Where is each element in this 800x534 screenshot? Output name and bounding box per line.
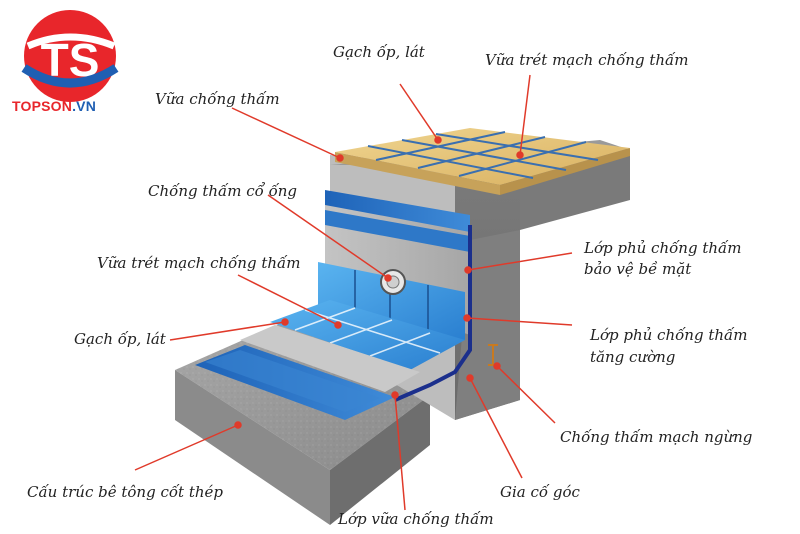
top-tile-surface <box>335 128 630 195</box>
grout-lines-top <box>367 131 599 179</box>
label-pipe: Chống thấm cổ ống <box>148 182 298 200</box>
brand-name-blue: .VN <box>72 98 97 114</box>
pipe <box>380 269 406 295</box>
brand-name: TOPSON.VN <box>12 98 96 114</box>
label-grout-mid: Vữa trét mạch chống thấm <box>97 254 301 272</box>
label-surface-coat-line2: bảo vệ bề mặt <box>584 260 692 278</box>
mortar-strip <box>240 325 420 392</box>
label-mortar-layer: Lớp vữa chống thấm <box>338 510 494 528</box>
membrane-line <box>394 225 472 402</box>
label-reinforce-line1: Lớp phủ chống thấm <box>590 326 748 344</box>
label-corner: Gia cố góc <box>500 483 580 501</box>
label-surface-coat-line1: Lớp phủ chống thấm <box>584 239 742 257</box>
floor-tiles <box>270 300 465 370</box>
topson-logo: TS <box>21 10 119 102</box>
label-grout-top: Vữa trét mạch chống thấm <box>485 51 689 69</box>
brand-name-red: TOPSON <box>12 98 73 114</box>
label-tile-mid: Gạch ốp, lát <box>74 330 166 348</box>
label-concrete: Cấu trúc bê tông cốt thép <box>27 483 224 501</box>
wall-coating-strips <box>325 190 470 252</box>
floor-coating-strips <box>195 345 395 420</box>
label-joint: Chống thấm mạch ngừng <box>560 428 753 446</box>
label-reinforce-line2: tăng cường <box>590 348 676 366</box>
label-mortar-top: Vữa chống thấm <box>155 90 280 108</box>
leader-lines <box>134 74 573 511</box>
label-tile-top: Gạch ốp, lát <box>333 43 425 61</box>
